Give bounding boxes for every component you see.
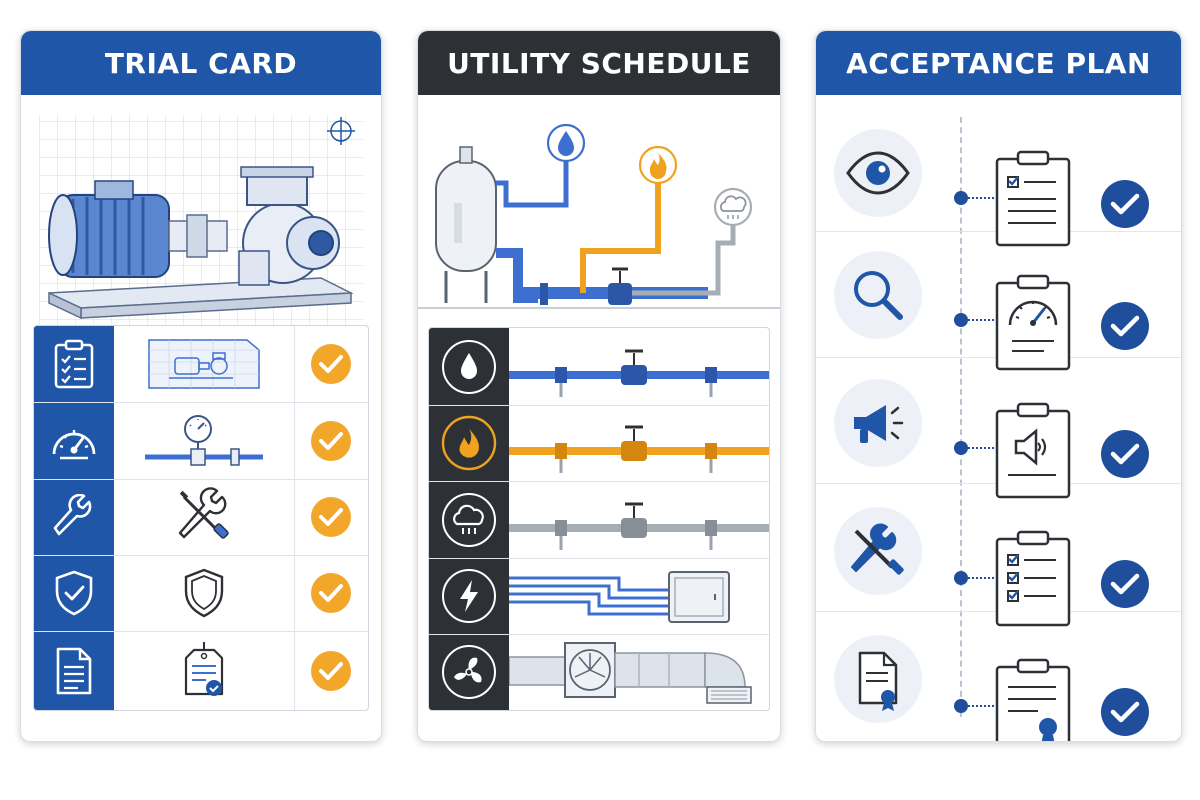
trial-row bbox=[34, 555, 368, 632]
trial-card-title: TRIAL CARD bbox=[21, 31, 381, 95]
utility-schedule-table bbox=[428, 327, 770, 711]
multi-check-clipboard-icon bbox=[995, 530, 1071, 627]
speaker-clipboard-icon bbox=[995, 402, 1071, 499]
shield-outline-icon bbox=[184, 568, 224, 618]
gas-pipe bbox=[509, 425, 769, 473]
water-pipe bbox=[509, 349, 769, 397]
tag-check-icon bbox=[184, 641, 224, 696]
wrench-icon bbox=[53, 494, 92, 536]
acceptance-plan-title: ACCEPTANCE PLAN bbox=[816, 31, 1181, 95]
pump-drawing-icon bbox=[148, 339, 260, 389]
check-icon bbox=[1101, 180, 1149, 228]
pump-blueprint-illustration bbox=[21, 103, 381, 343]
eye-icon bbox=[834, 129, 922, 217]
check-icon bbox=[1101, 560, 1149, 608]
trial-row bbox=[34, 402, 368, 480]
acceptance-row bbox=[816, 483, 1181, 627]
shield-icon bbox=[55, 570, 93, 616]
certificate-icon bbox=[834, 635, 922, 723]
utility-row-steam bbox=[429, 481, 769, 559]
steam-cloud-icon bbox=[442, 492, 496, 547]
document-icon bbox=[56, 647, 92, 694]
timeline-dot bbox=[954, 441, 968, 455]
acceptance-row bbox=[816, 357, 1181, 499]
utility-schedule-panel: UTILITY SCHEDULE bbox=[417, 30, 781, 742]
tools-icon bbox=[834, 507, 922, 595]
water-drop-icon bbox=[442, 339, 496, 394]
utility-schedule-title: UTILITY SCHEDULE bbox=[418, 31, 780, 95]
lightning-icon bbox=[442, 569, 496, 623]
timeline-dot bbox=[954, 313, 968, 327]
check-icon bbox=[311, 344, 351, 384]
check-icon bbox=[311, 573, 351, 613]
pressure-gauge-pipe-icon bbox=[145, 414, 263, 466]
gauge-clipboard-icon bbox=[995, 274, 1071, 371]
timeline-dot bbox=[954, 571, 968, 585]
gauge-icon bbox=[52, 429, 96, 459]
check-icon bbox=[1101, 302, 1149, 350]
acceptance-row bbox=[816, 231, 1181, 371]
trial-row bbox=[34, 479, 368, 556]
utility-row-gas bbox=[429, 405, 769, 482]
check-icon bbox=[1101, 430, 1149, 478]
megaphone-icon bbox=[834, 379, 922, 467]
electrical-cables bbox=[509, 571, 730, 623]
timeline-dot bbox=[954, 699, 968, 713]
timeline-line bbox=[960, 117, 962, 717]
trial-row bbox=[34, 631, 368, 710]
check-icon bbox=[311, 497, 351, 537]
check-icon bbox=[311, 650, 351, 691]
checklist-clipboard-icon bbox=[995, 150, 1071, 247]
utility-row-water bbox=[429, 328, 769, 406]
magnifier-icon bbox=[834, 251, 922, 339]
trial-card-table bbox=[33, 325, 369, 711]
flame-icon bbox=[441, 415, 497, 471]
utility-piping-illustration bbox=[418, 103, 780, 323]
check-icon bbox=[311, 420, 351, 461]
tools-icon bbox=[178, 487, 229, 539]
check-icon bbox=[1101, 688, 1149, 736]
acceptance-row bbox=[816, 611, 1181, 741]
certified-clipboard-icon bbox=[995, 658, 1071, 741]
acceptance-row bbox=[816, 103, 1181, 247]
utility-row-electrical bbox=[429, 558, 769, 635]
steam-pipe bbox=[509, 502, 769, 550]
timeline-dot bbox=[954, 191, 968, 205]
acceptance-plan-panel: ACCEPTANCE PLAN bbox=[815, 30, 1182, 742]
trial-card-panel: TRIAL CARD bbox=[20, 30, 382, 742]
trial-row bbox=[34, 326, 368, 403]
fan-icon bbox=[442, 645, 496, 699]
utility-row-hvac bbox=[429, 634, 769, 710]
hvac-duct bbox=[509, 642, 752, 704]
checklist-icon bbox=[54, 339, 94, 389]
